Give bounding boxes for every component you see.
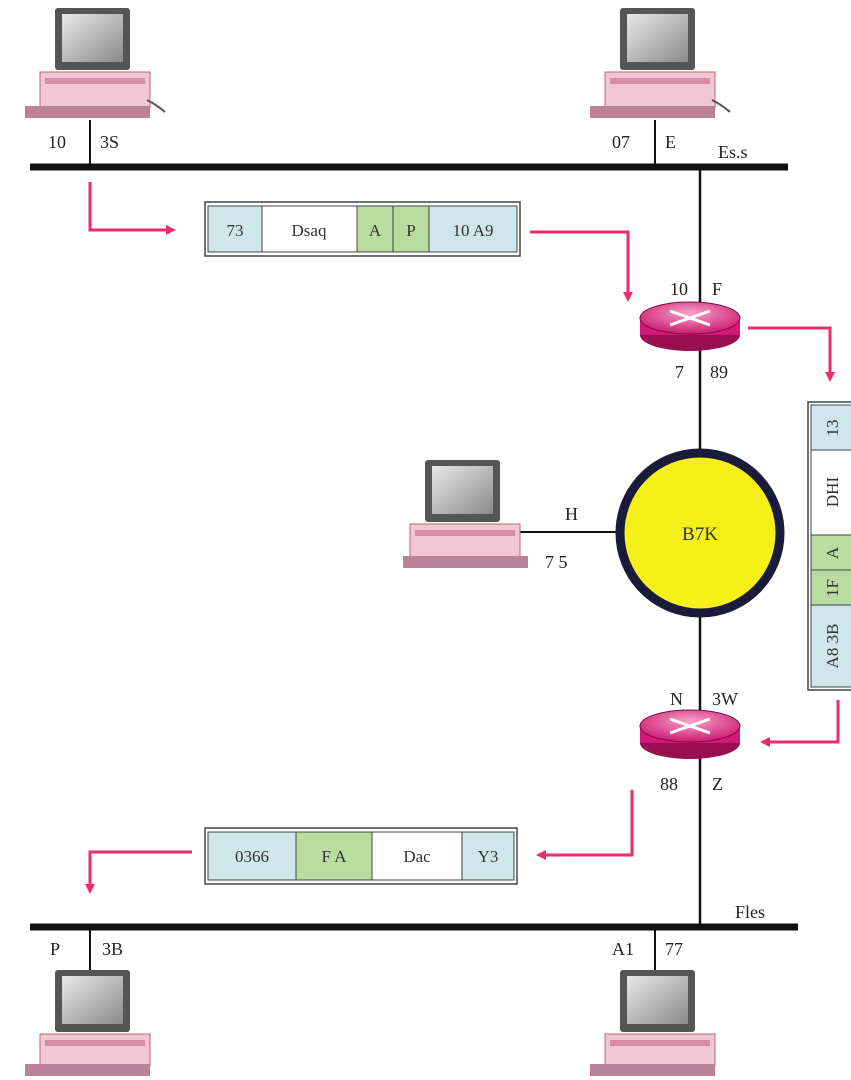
side-host-label-bottom: 7 5 bbox=[545, 552, 568, 572]
top-frame-cell-5 bbox=[428, 205, 518, 253]
bottom-frame-cell-2 bbox=[295, 831, 373, 881]
host-b-computer-icon bbox=[590, 8, 731, 118]
side-host-computer-icon bbox=[403, 460, 528, 568]
router-2-label-top-left: N bbox=[670, 689, 683, 709]
host-d-computer-icon bbox=[590, 970, 716, 1076]
top-frame-text-4: P bbox=[406, 221, 415, 240]
router-2-icon bbox=[639, 709, 741, 759]
host-b-label-right: E bbox=[665, 132, 676, 152]
top-frame-cell-4 bbox=[392, 205, 430, 253]
top-frame-cell-3 bbox=[356, 205, 394, 253]
bottom-frame-cell-3 bbox=[371, 831, 463, 881]
flow-arrow-host-a-to-top-frame bbox=[88, 182, 176, 235]
right-frame-cell-2 bbox=[810, 449, 851, 536]
right-frame-cell-5 bbox=[810, 604, 851, 688]
flow-arrow-right-frame-to-router-2 bbox=[760, 700, 840, 747]
router-1-icon bbox=[639, 301, 741, 351]
bottom-frame-text-3: Dac bbox=[403, 847, 431, 866]
right-frame-cell-4 bbox=[810, 569, 851, 606]
host-a-computer-icon bbox=[25, 8, 166, 118]
flow-arrow-bottom-frame-to-host-c bbox=[85, 850, 192, 894]
right-frame-text-4: 1F bbox=[823, 579, 842, 597]
top-frame: 73 Dsaq A P 10 A9 bbox=[204, 201, 521, 257]
side-host-label-top: H bbox=[565, 504, 578, 524]
router-2-label-bottom-left: 88 bbox=[660, 774, 678, 794]
top-frame-text-3: A bbox=[369, 221, 382, 240]
bottom-frame-cell-4 bbox=[461, 831, 515, 881]
host-a-label-right: 3S bbox=[100, 132, 119, 152]
right-frame-text-2: DHI bbox=[823, 477, 842, 508]
router-1-label-bottom-left: 7 bbox=[675, 362, 684, 382]
top-frame-cell-2 bbox=[261, 205, 358, 253]
router-2-label-bottom-right: Z bbox=[712, 774, 723, 794]
bottom-frame-text-4: Y3 bbox=[478, 847, 499, 866]
flow-arrow-router-2-to-bottom-frame bbox=[536, 790, 634, 860]
flow-arrow-router-1-to-right-frame bbox=[748, 326, 835, 382]
right-frame-text-3: A bbox=[823, 546, 842, 559]
router-1-label-top-right: F bbox=[712, 279, 722, 299]
host-c-label-left: P bbox=[50, 939, 60, 959]
bottom-frame-text-1: 0366 bbox=[235, 847, 269, 866]
right-frame-text-5: A8 3B bbox=[823, 624, 842, 669]
right-frame-text-1: 13 bbox=[823, 420, 842, 437]
top-frame-text-2: Dsaq bbox=[292, 221, 327, 240]
flow-arrow-top-frame-to-router-1 bbox=[530, 230, 633, 302]
right-frame: 13 DHI A 1F A8 3B bbox=[807, 401, 851, 691]
host-a-label-left: 10 bbox=[48, 132, 66, 152]
wan-cloud: B7K bbox=[615, 448, 785, 618]
bottom-frame-cell-1 bbox=[207, 831, 297, 881]
right-frame-cell-1 bbox=[810, 404, 851, 451]
host-c-label-right: 3B bbox=[102, 939, 123, 959]
router-1-label-top-left: 10 bbox=[670, 279, 688, 299]
bottom-network-label: Fles bbox=[735, 902, 765, 922]
wan-cloud-label: B7K bbox=[682, 524, 718, 545]
bottom-frame: 0366 F A Dac Y3 bbox=[204, 827, 518, 885]
top-network-label: Es.s bbox=[718, 142, 748, 162]
router-2-label-top-right: 3W bbox=[712, 689, 738, 709]
host-d-label-left: A1 bbox=[612, 939, 634, 959]
bottom-frame-text-2: F A bbox=[321, 847, 347, 866]
host-b-label-left: 07 bbox=[612, 132, 630, 152]
router-1-label-bottom-right: 89 bbox=[710, 362, 728, 382]
top-frame-cell-1 bbox=[207, 205, 263, 253]
host-c-computer-icon bbox=[25, 970, 151, 1076]
host-d-label-right: 77 bbox=[665, 939, 683, 959]
top-frame-text-5: 10 A9 bbox=[452, 221, 493, 240]
top-frame-text-1: 73 bbox=[227, 221, 244, 240]
